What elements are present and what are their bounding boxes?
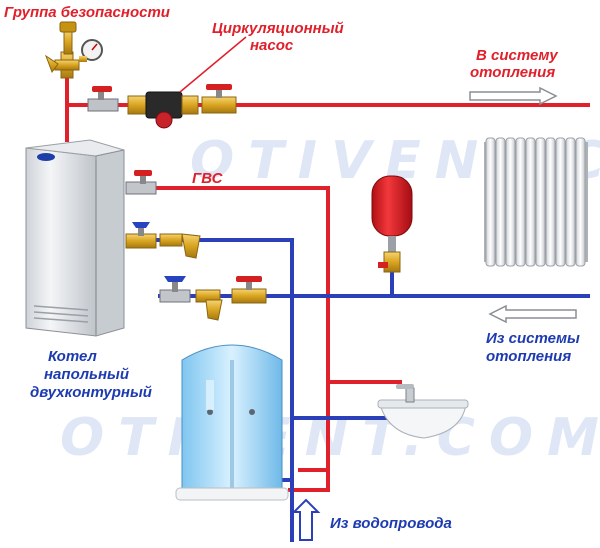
label-from-heating-line1: Из системы <box>486 330 580 347</box>
label-boiler-line2: напольный <box>44 366 129 383</box>
wash-basin <box>377 384 469 439</box>
radiator-section <box>575 137 586 267</box>
cold-inlet-valve <box>125 222 201 259</box>
label-pump-line1: Циркуляционный <box>212 20 344 37</box>
label-dhw: ГВС <box>192 170 224 187</box>
pump-pointer-line <box>179 36 247 93</box>
radiator-section <box>535 137 546 267</box>
arrow-to-heating-icon <box>469 86 558 106</box>
label-safety-group: Группа безопасности <box>4 4 170 21</box>
flow-arrows <box>469 86 577 324</box>
cold-pipes <box>153 238 590 542</box>
boiler-logo-icon <box>37 153 55 161</box>
circulation-pump <box>127 91 199 129</box>
label-boiler-line1: Котел <box>48 348 97 365</box>
label-from-heating-line2: отопления <box>486 348 571 365</box>
expansion-tank <box>371 175 413 273</box>
return-strainer <box>195 289 223 321</box>
arrow-water-supply-icon <box>291 498 321 541</box>
floor-boiler <box>25 139 125 337</box>
strainer-icon <box>181 233 201 259</box>
supply-valve-left <box>87 86 119 112</box>
return-valve-right <box>231 276 267 304</box>
arrow-from-heating-icon <box>488 304 577 324</box>
radiator-section <box>555 137 566 267</box>
radiator <box>484 137 588 267</box>
strainer-icon <box>205 299 223 321</box>
label-boiler-line3: двухконтурный <box>30 384 152 401</box>
radiator-section <box>525 137 536 267</box>
supply-valve-right <box>201 84 237 114</box>
radiator-section <box>565 137 576 267</box>
radiator-section <box>545 137 556 267</box>
label-to-heating-line1: В систему <box>476 47 558 64</box>
safety-group <box>44 21 103 79</box>
faucet-icon <box>405 387 415 403</box>
label-to-heating-line2: отопления <box>470 64 555 81</box>
return-valve-left <box>159 276 191 303</box>
radiator-section <box>495 137 506 267</box>
radiator-section <box>505 137 516 267</box>
label-pump-line2: насос <box>250 37 294 54</box>
radiator-section <box>515 137 526 267</box>
shower-cabin <box>175 344 289 501</box>
hot-pipes <box>65 73 590 492</box>
dhw-outlet-valve <box>125 170 157 195</box>
label-water-supply: Из водопровода <box>330 515 452 532</box>
radiator-section <box>485 137 496 267</box>
